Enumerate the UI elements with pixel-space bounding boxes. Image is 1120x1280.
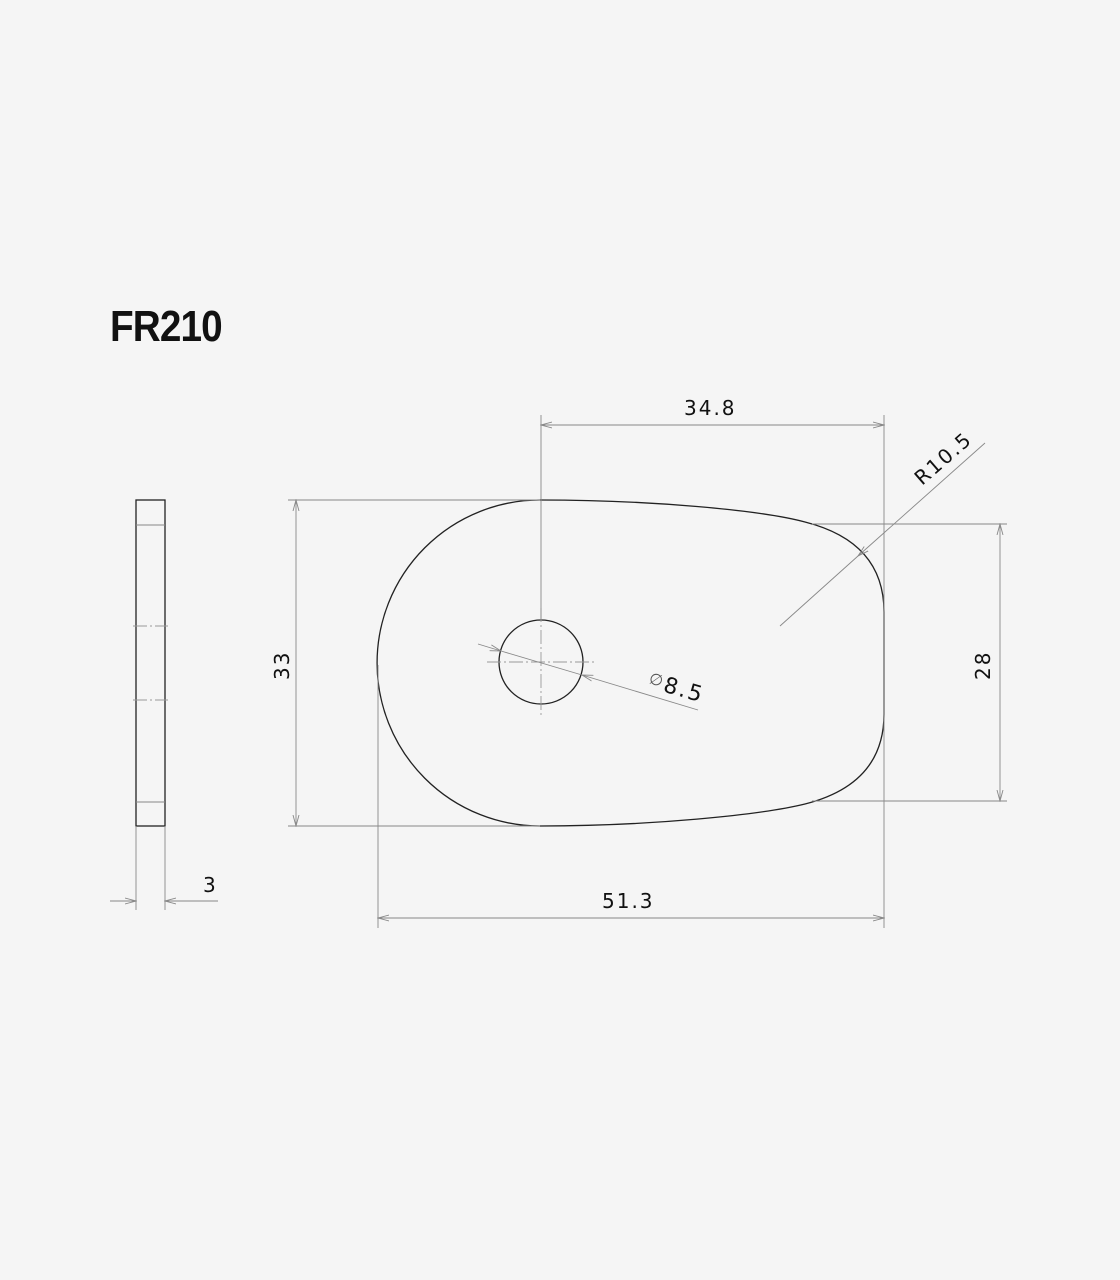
diameter-leader bbox=[582, 675, 699, 711]
height-dimension-lines bbox=[288, 500, 540, 826]
height-dimension: 33 bbox=[270, 651, 294, 680]
inner-height-dimension: 28 bbox=[971, 651, 995, 680]
part-number-title: FR210 bbox=[110, 302, 223, 351]
length-dimension: 51.3 bbox=[602, 889, 655, 913]
hole-diameter-dimension: 8.5 bbox=[661, 673, 707, 708]
side-view bbox=[110, 499, 218, 910]
radius-leader bbox=[858, 442, 986, 556]
inner-height-dimension-lines bbox=[812, 524, 1007, 801]
diameter-symbol: ∅ bbox=[647, 669, 668, 692]
part-outline bbox=[376, 499, 885, 827]
length-dimension-lines bbox=[378, 665, 884, 928]
thickness-dimension: 3 bbox=[203, 873, 218, 897]
hole-offset-dimension: 34.8 bbox=[684, 396, 737, 420]
hole-offset-dimension-lines bbox=[541, 415, 884, 928]
